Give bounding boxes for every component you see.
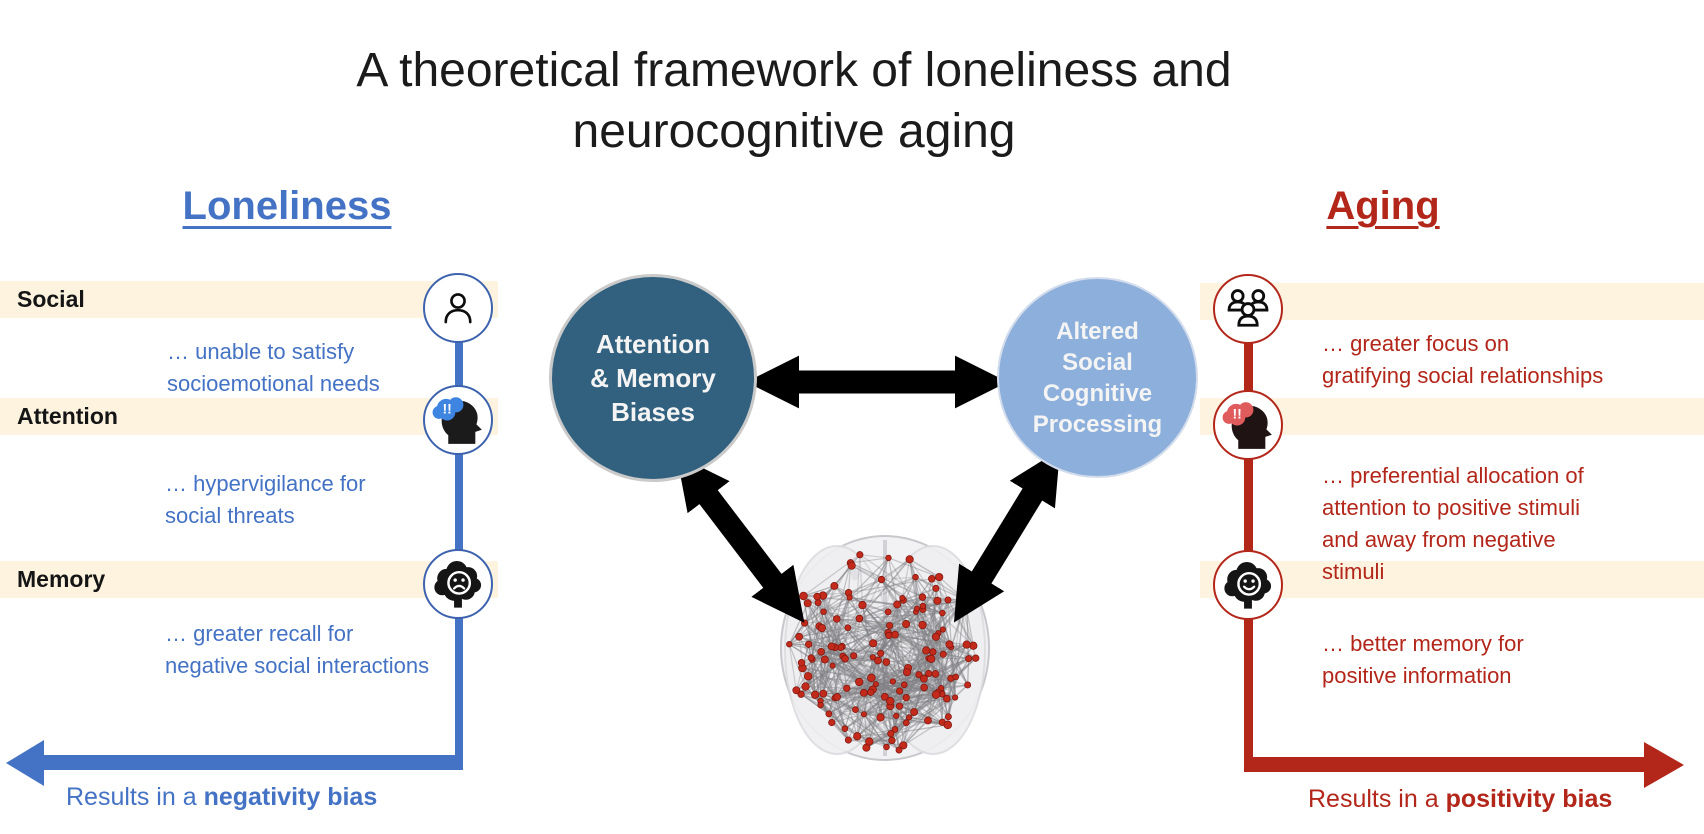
- row-band: [1200, 398, 1704, 435]
- aging-attention-description: … preferential allocation of attention t…: [1322, 463, 1584, 584]
- positivity-arrow-shaft: [1244, 757, 1644, 772]
- loneliness-header: Loneliness: [182, 184, 392, 228]
- loneliness-social-description: … unable to satisfy socioemotional needs: [167, 339, 380, 396]
- row-band: [1200, 561, 1704, 598]
- row-label-memory: Memory: [17, 566, 106, 592]
- aging-social-description: … greater focus on gratifying social rel…: [1322, 331, 1604, 388]
- row-band: [0, 398, 498, 435]
- svg-text:!!: !!: [1232, 406, 1241, 422]
- memory-row-marker: [423, 549, 493, 619]
- svg-text:!!: !!: [442, 401, 451, 417]
- aging-attention-row-marker: !!: [1213, 390, 1283, 460]
- person-icon: [444, 293, 472, 324]
- sad-brain-icon: [434, 560, 482, 608]
- loneliness-timeline-line: [455, 305, 463, 770]
- people-group-icon: [1227, 289, 1269, 327]
- double-arrow-right-diagonal-icon: [953, 449, 1061, 623]
- attention-row-marker: !!: [423, 385, 493, 455]
- positivity-arrowhead-icon: [1644, 742, 1684, 788]
- aging-timeline-line: [1244, 306, 1253, 770]
- page-title-line1: A theoretical framework of loneliness an…: [356, 44, 1232, 98]
- row-label-social: Social: [17, 286, 85, 312]
- brain-connectome-image: [780, 535, 990, 761]
- double-arrow-left-diagonal-icon: [676, 455, 805, 623]
- positivity-bias-label: Results in a positivity bias: [1308, 785, 1612, 814]
- connectome-nodes: [786, 551, 980, 754]
- row-label-attention: Attention: [17, 403, 118, 429]
- page-title: A theoretical framework of loneliness an…: [94, 40, 1494, 162]
- negativity-arrow-shaft: [40, 755, 463, 770]
- connectome-edges: [788, 554, 977, 751]
- row-band: [0, 561, 498, 598]
- page-title-line2: neurocognitive aging: [572, 105, 1016, 159]
- negativity-arrowhead-icon: [6, 740, 44, 786]
- row-band: [1200, 283, 1704, 320]
- aging-memory-row-marker: [1213, 550, 1283, 620]
- social-row-marker: [423, 273, 493, 343]
- happy-brain-icon: [1224, 561, 1272, 609]
- result-bold: positivity bias: [1445, 785, 1613, 813]
- attention-memory-biases-node: Attention & Memory Biases: [549, 274, 757, 482]
- alert-cloud: !!: [432, 397, 464, 421]
- alert-cloud: !!: [1222, 402, 1254, 426]
- loneliness-memory-description: … greater recall for negative social int…: [165, 621, 430, 678]
- head-alert-icon: !!: [1222, 402, 1272, 449]
- brain-gyri-texture: [817, 564, 954, 736]
- result-bold: negativity bias: [203, 783, 378, 811]
- result-prefix: Results in a: [66, 783, 204, 811]
- loneliness-attention-description: … hypervigilance for social threats: [165, 471, 366, 528]
- altered-social-cognitive-processing-node: Altered Social Cognitive Processing: [997, 277, 1198, 478]
- aging-memory-description: … better memory for positive information: [1322, 631, 1524, 688]
- head-alert-icon: !!: [432, 397, 482, 444]
- negativity-bias-label: Results in a negativity bias: [66, 783, 377, 812]
- row-band: [0, 281, 498, 318]
- result-prefix: Results in a: [1308, 785, 1446, 813]
- aging-header: Aging: [1326, 184, 1440, 228]
- aging-social-row-marker: [1213, 274, 1283, 344]
